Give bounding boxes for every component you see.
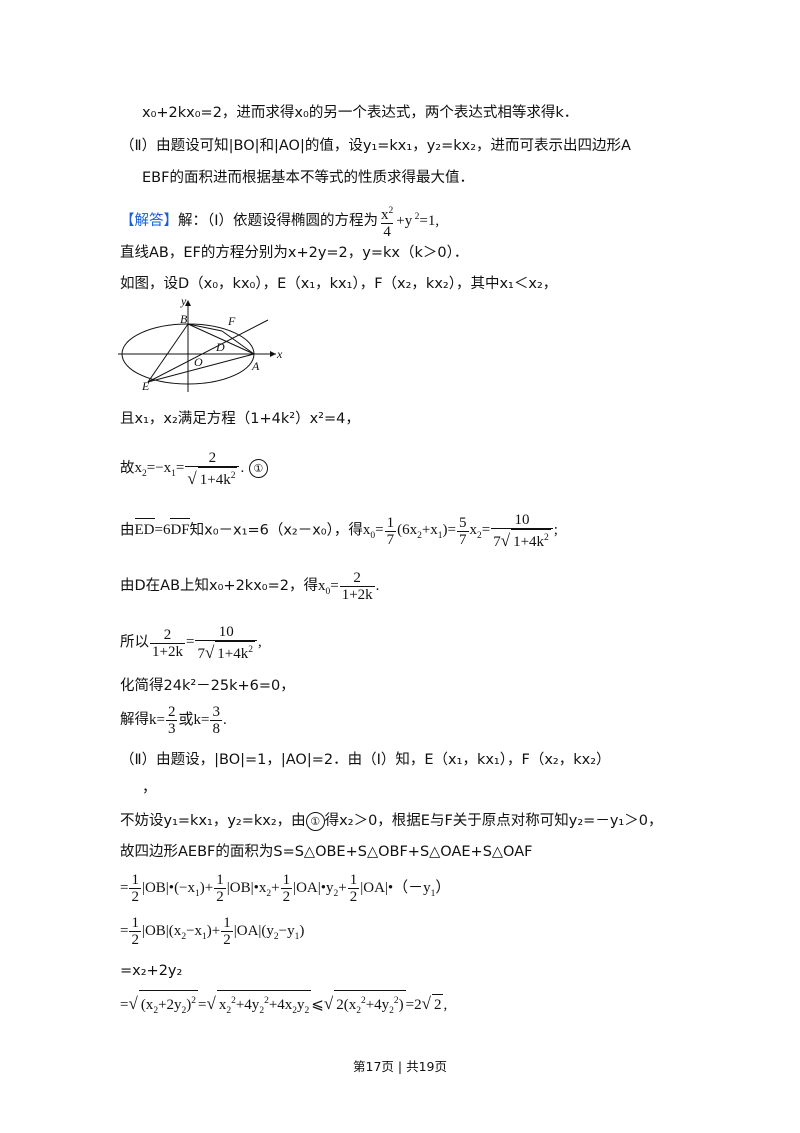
page-footer: 第17页 | 共19页 [353,1059,447,1074]
label-o: O [194,355,203,369]
text-line: x₀+2kx₀=2，进而求得x₀的另一个表达式，两个表达式相等求得k． [142,105,579,121]
text-line: =√(x2+2y2)2=√x22+4y22+4x2y2⩽√2(x22+4y22)… [120,990,447,1021]
text-line: =x₂+2y₂ [120,963,183,979]
text-line: EBF的面积进而根据基本不等式的性质求得最大值． [142,170,474,186]
label-f: F [227,314,236,328]
math-vector: ED=6DF [134,518,190,539]
text: 不妨设y₁=kx₁，y₂=kx₂，由 [120,813,306,829]
math-formula: x2=−x1=2√1+4k2. [134,450,245,488]
text: 解：（Ⅰ）依题设得椭圆的方程为 [178,212,379,229]
text: 得x₂＞0，根据E与F关于原点对称可知y₂=－y₁＞0， [324,813,663,829]
text-line: 故四边形AEBF的面积为S=S△OBE+S△OBF+S△OAE+S△OAF [120,844,533,860]
answer-tag: 【解答】 [120,212,178,229]
label-y: y [180,294,187,308]
text-line: （Ⅱ）由题设，|BO|=1，|AO|=2．由（Ⅰ）知，E（x₁，kx₁），F（x… [120,752,611,768]
text-line: （Ⅱ）由题设可知|BO|和|AO|的值，设y₁=kx₁，y₂=kx₂，进而可表示… [120,138,631,154]
text: 所以 [120,634,149,651]
text-line: 且x₁，x₂满足方程（1+4k²）x²=4， [120,411,360,427]
circle-number: ① [248,458,268,478]
line-ef [147,319,269,383]
line-fa [221,330,255,355]
text-line: 化简得24k²－25k+6=0， [120,678,295,694]
label-d: D [215,340,225,354]
text: 由D在AB上知x₀+2kx₀=2，得 [120,577,318,594]
text: 知x₀－x₁=6（x₂－x₀），得 [189,522,363,539]
math-formula: =√(x2+2y2)2=√x22+4y22+4x2y2⩽√2(x22+4y22)… [120,990,447,1016]
line-ea [147,353,255,383]
text-line: 直线AB，EF的方程分别为x+2y=2，y=kx（k＞0）． [120,245,469,261]
text: 解得 [120,711,149,728]
text-line: 如图，设D（x₀，kx₀），E（x₁，kx₁），F（x₂，kx₂），其中x₁＜x… [120,276,558,292]
label-a: A [251,359,260,373]
label-x: x [276,347,283,361]
text: 故 [120,460,135,477]
line-bf [187,323,223,332]
line-ab [187,323,255,355]
y-arrow [185,300,191,306]
text: 由 [120,522,135,539]
line-eb [147,323,189,383]
x-arrow [270,351,276,357]
label-e: E [141,379,150,393]
text-line: 故x2=−x1=2√1+4k2. ① [120,450,268,488]
circle-number: ① [305,811,325,831]
label-b: B [180,312,188,326]
text-line: ， [142,780,157,796]
ellipse-figure: y x B F D O A E [118,294,283,393]
